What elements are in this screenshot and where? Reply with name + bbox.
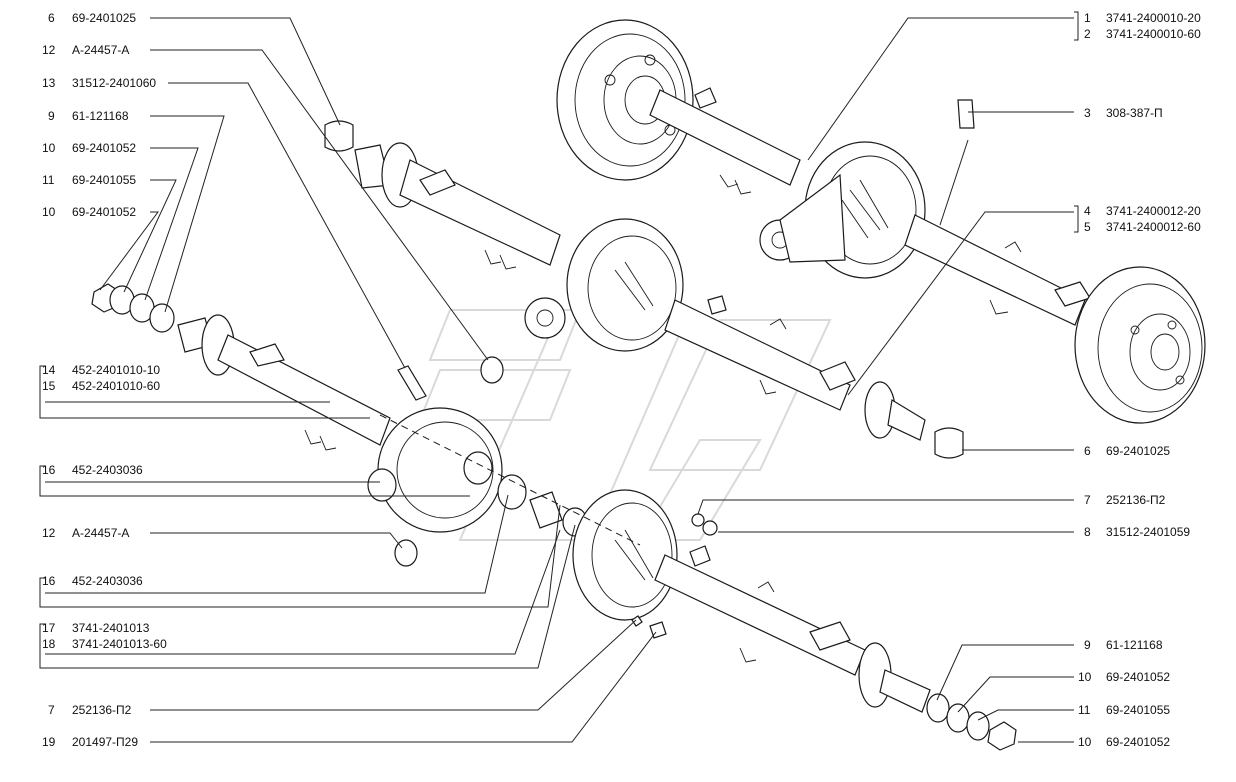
label-right-num: 5 bbox=[1084, 220, 1091, 234]
label-left-num: 11 bbox=[42, 173, 55, 187]
label-right-code: 69-2401052 bbox=[1106, 670, 1170, 684]
label-right-code: 308-387-П bbox=[1106, 106, 1163, 120]
label-left-code: 61-121168 bbox=[72, 109, 129, 123]
label-right-code: 3741-2400010-60 bbox=[1106, 27, 1201, 41]
label-left-code: 201497-П29 bbox=[72, 735, 138, 749]
label-right-code: 3741-2400012-20 bbox=[1106, 204, 1201, 218]
label-left-code: 3741-2401013 bbox=[72, 621, 150, 635]
label-right-num: 3 bbox=[1084, 106, 1091, 120]
label-left-num: 17 bbox=[42, 621, 56, 635]
label-left-num: 15 bbox=[42, 379, 56, 393]
label-left-code: 31512-2401060 bbox=[72, 76, 156, 90]
callouts-left: 6 69-2401025 12 A-24457-A 13 31512-24010… bbox=[42, 11, 167, 749]
label-right-code: 69-2401025 bbox=[1106, 444, 1170, 458]
label-left-num: 10 bbox=[42, 205, 56, 219]
label-right-num: 10 bbox=[1078, 670, 1092, 684]
label-left-code: 452-2403036 bbox=[72, 574, 143, 588]
label-left-num: 12 bbox=[42, 43, 56, 57]
label-right-code: 252136-П2 bbox=[1106, 493, 1166, 507]
label-brackets bbox=[39, 11, 1079, 669]
label-right-code: 3741-2400012-60 bbox=[1106, 220, 1201, 234]
label-left-num: 16 bbox=[42, 463, 56, 477]
label-right-num: 10 bbox=[1078, 735, 1092, 749]
axle-lower-right bbox=[572, 489, 1017, 751]
label-left-num: 16 bbox=[42, 574, 56, 588]
label-right-num: 7 bbox=[1084, 493, 1091, 507]
label-left-code: 69-2401055 bbox=[72, 173, 136, 187]
label-right-num: 6 bbox=[1084, 444, 1091, 458]
label-right-code: 31512-2401059 bbox=[1106, 525, 1190, 539]
label-left-code: A-24457-A bbox=[72, 526, 129, 540]
label-left-num: 13 bbox=[42, 76, 56, 90]
label-left-code: 69-2401025 bbox=[72, 11, 136, 25]
axle-lower-left bbox=[91, 283, 588, 567]
label-right-num: 1 bbox=[1084, 11, 1091, 25]
label-left-num: 14 bbox=[42, 363, 56, 377]
label-right-num: 2 bbox=[1084, 27, 1091, 41]
label-right-num: 9 bbox=[1084, 638, 1091, 652]
label-left-num: 18 bbox=[42, 637, 56, 651]
label-right-code: 3741-2400010-20 bbox=[1106, 11, 1201, 25]
label-right-code: 61-121168 bbox=[1106, 638, 1163, 652]
label-left-code: A-24457-A bbox=[72, 43, 129, 57]
label-right-code: 69-2401055 bbox=[1106, 703, 1170, 717]
label-left-code: 3741-2401013-60 bbox=[72, 637, 167, 651]
label-left-num: 10 bbox=[42, 141, 56, 155]
leader-lines bbox=[45, 17, 1074, 743]
label-left-code: 69-2401052 bbox=[72, 205, 136, 219]
label-left-code: 452-2401010-10 bbox=[72, 363, 160, 377]
label-left-code: 452-2403036 bbox=[72, 463, 143, 477]
axle-assembly-top bbox=[556, 19, 1206, 424]
label-left-num: 7 bbox=[48, 703, 55, 717]
label-left-code: 252136-П2 bbox=[72, 703, 132, 717]
axle-housing-middle bbox=[324, 120, 964, 459]
label-left-code: 69-2401052 bbox=[72, 141, 136, 155]
label-left-num: 6 bbox=[48, 11, 55, 25]
label-left-num: 19 bbox=[42, 735, 56, 749]
callouts-right: 1 3741-2400010-20 2 3741-2400010-60 3 30… bbox=[1078, 11, 1201, 749]
label-left-num: 12 bbox=[42, 526, 56, 540]
label-right-num: 11 bbox=[1078, 703, 1091, 717]
label-right-num: 8 bbox=[1084, 525, 1091, 539]
label-right-num: 4 bbox=[1084, 204, 1091, 218]
label-right-code: 69-2401052 bbox=[1106, 735, 1170, 749]
label-left-num: 9 bbox=[48, 109, 55, 123]
assembly-axis-line bbox=[379, 414, 641, 546]
label-left-code: 452-2401010-60 bbox=[72, 379, 160, 393]
